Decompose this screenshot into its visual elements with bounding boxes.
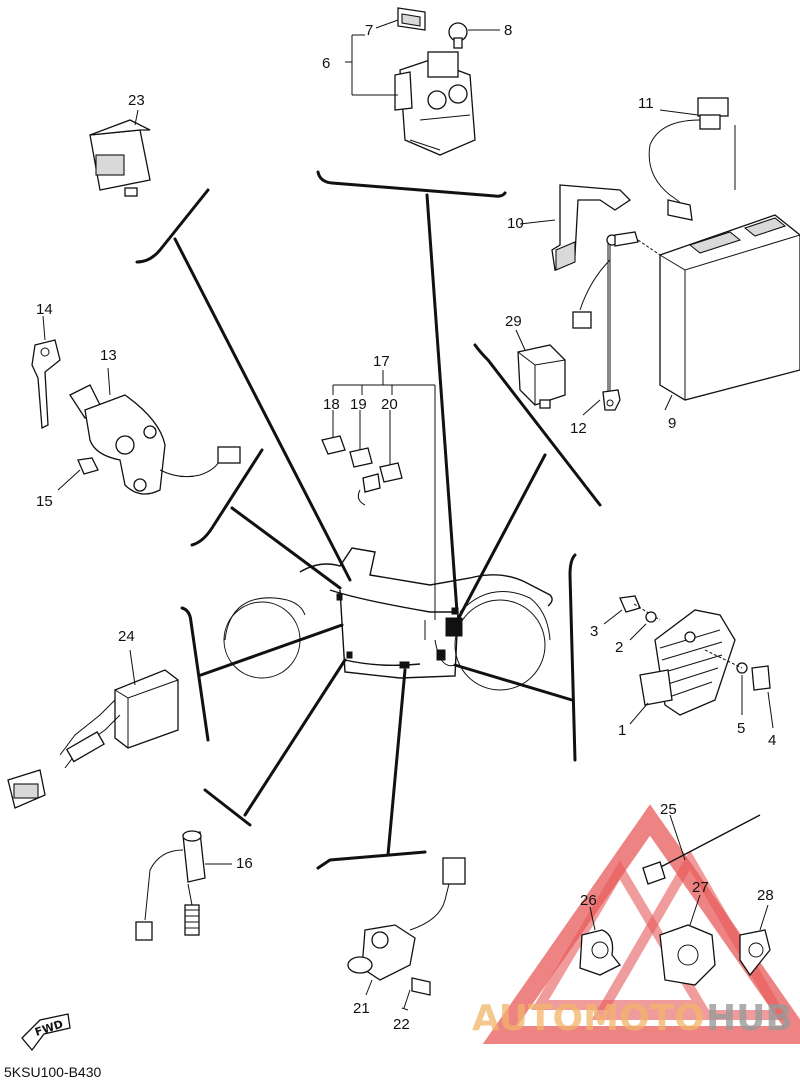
label-22: 22 xyxy=(393,1016,410,1033)
label-15: 15 xyxy=(36,493,53,510)
label-5: 5 xyxy=(737,720,745,737)
label-18: 18 xyxy=(323,396,340,413)
battery-assembly xyxy=(519,97,800,416)
label-29: 29 xyxy=(505,313,522,330)
clamp-assembly xyxy=(579,814,771,986)
label-16: 16 xyxy=(236,855,253,872)
fuse-assembly xyxy=(321,370,435,506)
label-2: 2 xyxy=(615,639,623,656)
label-19: 19 xyxy=(350,396,367,413)
label-3: 3 xyxy=(590,623,598,640)
rectifier-assembly xyxy=(603,595,774,729)
label-6: 6 xyxy=(322,55,330,72)
relay-29 xyxy=(515,329,566,409)
watermark-hub: HUB xyxy=(706,998,793,1039)
label-4: 4 xyxy=(768,732,776,749)
main-switch-assembly xyxy=(31,315,241,495)
label-20: 20 xyxy=(381,396,398,413)
label-21: 21 xyxy=(353,1000,370,1017)
watermark-auto: AUTOMOTO xyxy=(472,998,705,1039)
leader-lines xyxy=(135,170,602,870)
label-13: 13 xyxy=(100,347,117,364)
label-27: 27 xyxy=(692,879,709,896)
label-17: 17 xyxy=(373,353,390,370)
label-26: 26 xyxy=(580,892,597,909)
label-24: 24 xyxy=(118,628,135,645)
starter-relay-assembly xyxy=(345,7,500,156)
fwd-arrow-icon: FWD xyxy=(21,1013,71,1052)
diagram-code: 5KSU100-B430 xyxy=(4,1064,102,1080)
switch-21 xyxy=(347,857,466,1011)
relay-23 xyxy=(89,109,151,197)
ignitor-unit-24 xyxy=(7,649,179,809)
fwd-label: FWD xyxy=(33,1018,64,1039)
label-8: 8 xyxy=(504,22,512,39)
label-14: 14 xyxy=(36,301,53,318)
label-10: 10 xyxy=(507,215,524,232)
part-number-labels: 1 2 3 4 5 6 7 8 9 10 11 12 13 14 15 16 1… xyxy=(36,22,776,1033)
label-28: 28 xyxy=(757,887,774,904)
label-9: 9 xyxy=(668,415,676,432)
label-11: 11 xyxy=(638,95,654,112)
label-12: 12 xyxy=(570,420,587,437)
sensor-16 xyxy=(135,830,232,941)
watermark-text: AUTOMOTO HUB xyxy=(472,998,793,1039)
label-23: 23 xyxy=(128,92,145,109)
label-1: 1 xyxy=(618,722,626,739)
label-25: 25 xyxy=(660,801,677,818)
frame-outline xyxy=(223,385,553,691)
label-7: 7 xyxy=(365,22,373,39)
